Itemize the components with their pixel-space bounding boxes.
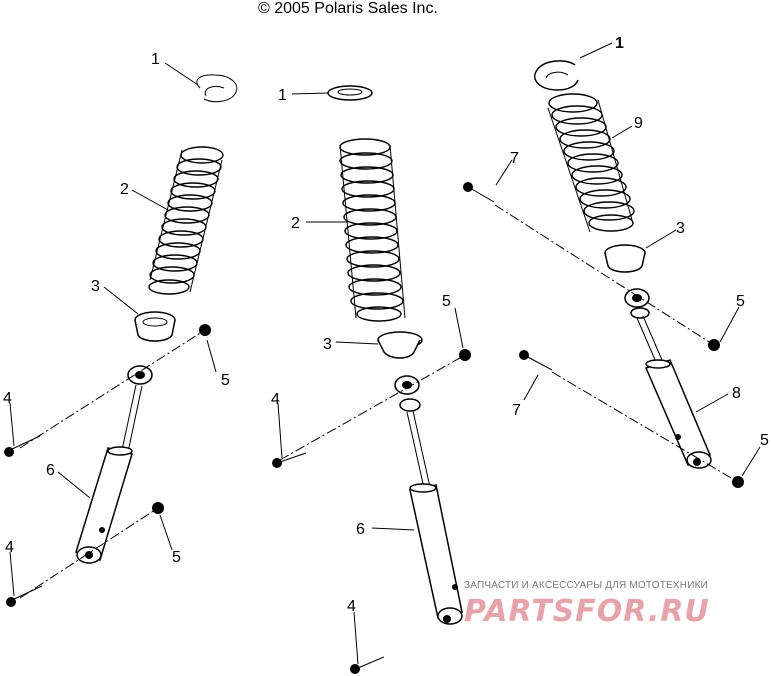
leader-lines [9, 42, 761, 665]
center-shock-assembly [272, 85, 471, 674]
mounting-bolt-center-upper [272, 452, 307, 468]
mounting-bolt-right-upper [463, 182, 495, 203]
callout-6-left: 6 [46, 462, 55, 479]
callout-9: 9 [634, 115, 643, 132]
coil-spring-left [148, 146, 224, 295]
callout-labels: 1 1 1 2 2 3 3 3 4 4 4 4 5 5 5 5 5 6 6 7 … [3, 35, 769, 615]
left-shock-assembly [4, 74, 238, 607]
coil-spring-right [547, 93, 635, 233]
spring-retainer-clip-right [534, 60, 579, 91]
spring-retainer-clip-left [196, 74, 238, 103]
spring-seat-center [377, 331, 423, 359]
right-shock-assembly [463, 60, 744, 488]
callout-5-left-lower: 5 [172, 549, 181, 566]
copyright-notice: © 2005 Polaris Sales Inc. [258, 0, 438, 17]
shock-absorber-left [75, 365, 153, 564]
callout-5-center: 5 [442, 293, 451, 310]
callout-4-center-upper: 4 [271, 391, 280, 408]
coil-spring-center [339, 138, 406, 322]
callout-5-right-lower: 5 [760, 432, 769, 449]
spring-seat-left [134, 311, 176, 342]
callout-7-lower: 7 [512, 402, 521, 419]
mounting-bolt-right-lower [519, 350, 553, 371]
spring-retainer-clip-center [327, 85, 373, 101]
mounting-bolt-center-lower [350, 656, 385, 674]
callout-3-left: 3 [91, 278, 100, 295]
watermark-tagline: ЗАПЧАСТИ И АКСЕССУАРЫ ДЛЯ МОТОТЕХНИКИ [464, 580, 709, 591]
callout-2-center: 2 [291, 215, 300, 232]
mounting-bolt-left-upper [4, 435, 41, 457]
callout-1-right: 1 [615, 35, 624, 52]
callout-7-upper: 7 [510, 150, 519, 167]
callout-6-center: 6 [356, 521, 365, 538]
callout-4-left-lower: 4 [5, 539, 14, 556]
shock-absorber-center [394, 375, 463, 625]
callout-5-left-upper: 5 [221, 372, 230, 389]
callout-1-center: 1 [278, 87, 287, 104]
callout-4-center-lower: 4 [347, 598, 356, 615]
mounting-bolt-left-lower [6, 585, 43, 607]
callout-8: 8 [732, 385, 741, 402]
callout-2-left: 2 [120, 181, 129, 198]
shock-absorber-right [624, 288, 712, 469]
callout-3-center: 3 [323, 336, 332, 353]
callout-4-left-upper: 4 [3, 390, 12, 407]
watermark-brand: PARTSFOR.RU [464, 594, 710, 629]
callout-1-left: 1 [151, 51, 160, 68]
callout-5-right-upper: 5 [736, 293, 745, 310]
spring-seat-right [604, 244, 646, 273]
callout-3-right: 3 [676, 220, 685, 237]
